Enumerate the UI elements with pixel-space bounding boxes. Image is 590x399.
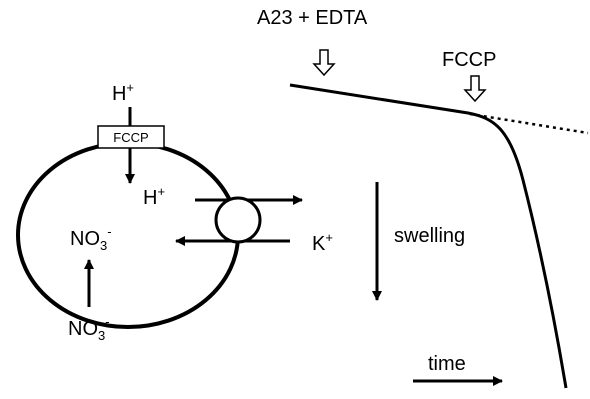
time-label: time [428,353,466,375]
antiporter-circle [214,196,262,244]
fccp-box-label: FCCP [113,130,148,145]
cell-membrane [16,141,240,329]
no3-out-label: NO3- [68,314,110,343]
treatment-label: A23 + EDTA [257,7,368,29]
h-in-label: H+ [143,184,165,209]
treatment-arrow-icon [312,49,336,77]
h-out-label: H+ [112,80,134,105]
fccp-trace-label: FCCP [442,49,496,71]
swelling-trace [289,83,568,389]
extrapolated-trace [469,112,589,135]
swelling-label: swelling [394,225,465,247]
k-label: K+ [312,230,333,255]
fccp-arrow-icon [463,75,487,103]
no3-in-label: NO3- [70,224,112,253]
